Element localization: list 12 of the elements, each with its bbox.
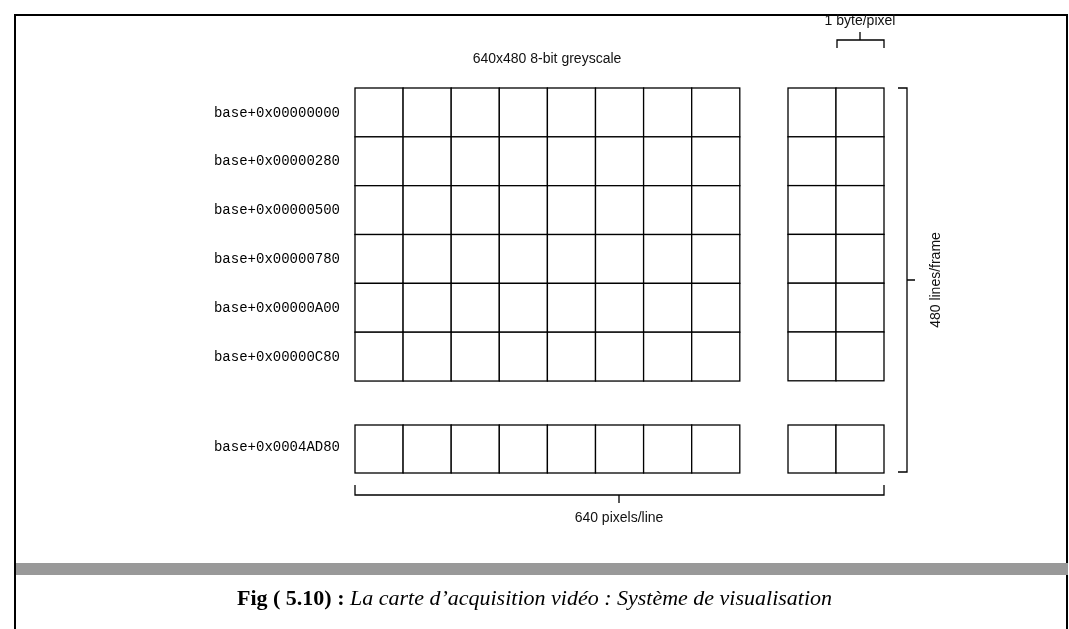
memory-address: base+0x0004AD80 [212, 439, 340, 455]
memory-address: base+0x00000A00 [212, 300, 340, 316]
memory-address: base+0x00000780 [212, 251, 340, 267]
figure-caption: Fig ( 5.10) : La carte d’acquisition vidéo : Système de visualisation [235, 585, 834, 611]
diagram-title: 640x480 8-bit greyscale [471, 50, 623, 66]
memory-address: base+0x00000500 [212, 202, 340, 218]
memory-address: base+0x00000280 [212, 153, 340, 169]
dimension-label: 640 pixels/line [573, 509, 665, 525]
memory-address: base+0x00000C80 [212, 349, 340, 365]
dimension-label: 480 lines/frame [927, 231, 943, 330]
memory-address: base+0x00000000 [212, 105, 340, 121]
dimension-label: 1 byte/pixel [823, 12, 897, 28]
